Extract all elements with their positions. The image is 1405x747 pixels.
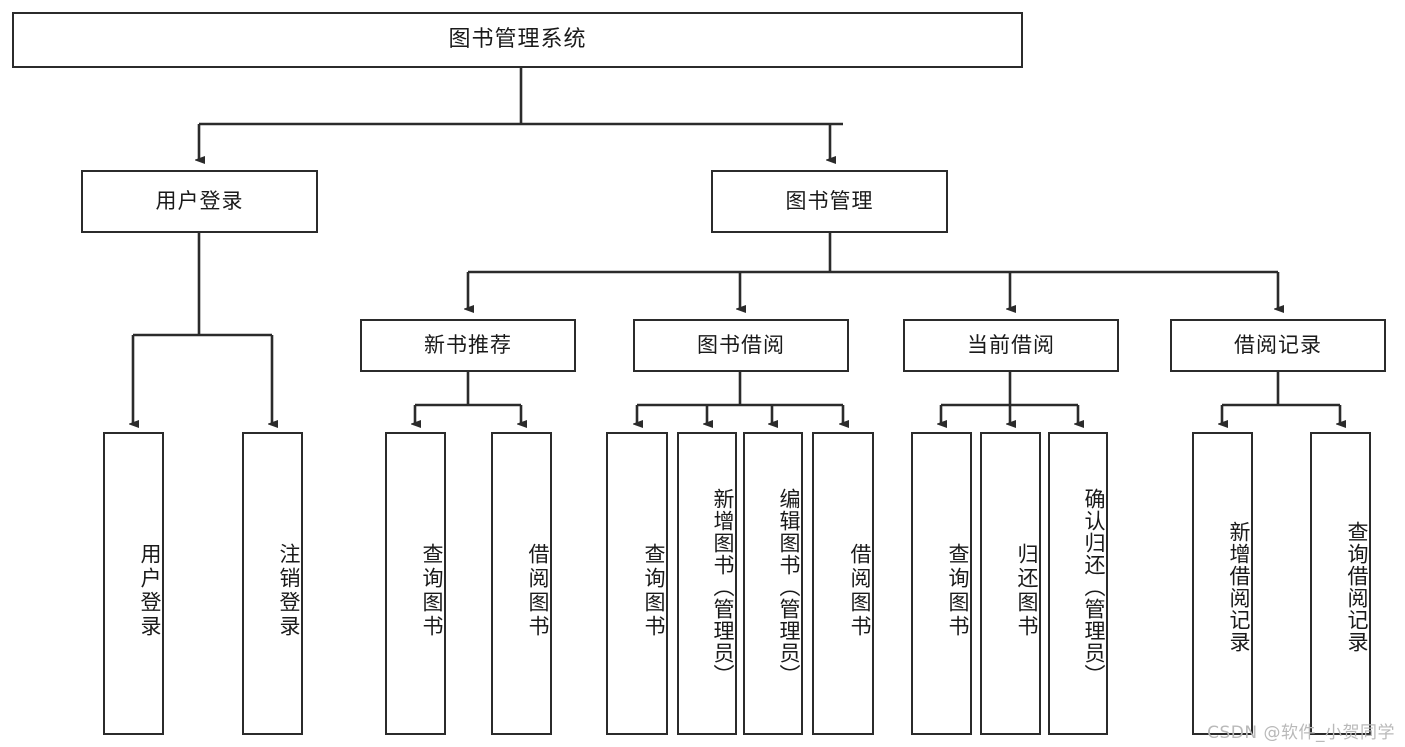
node-current-borrow[interactable]: 当前借阅 [903, 319, 1119, 372]
leaf-add-borrow-record-label: 新增借阅记录 [1227, 520, 1251, 653]
node-new-book-recommend[interactable]: 新书推荐 [360, 319, 576, 372]
leaf-return-book[interactable]: 归还图书 [980, 432, 1041, 735]
leaf-add-book-admin[interactable]: 新增图书（管理员） [677, 432, 737, 735]
leaf-user-login[interactable]: 用户登录 [103, 432, 164, 735]
leaf-query-book-borrow[interactable]: 查询图书 [606, 432, 668, 735]
leaf-query-borrow-record[interactable]: 查询借阅记录 [1310, 432, 1371, 735]
leaf-edit-book-admin[interactable]: 编辑图书（管理员） [743, 432, 803, 735]
leaf-borrow-book-borrow-label: 借阅图书 [848, 542, 872, 639]
leaf-user-login-label: 用户登录 [138, 542, 162, 639]
leaf-borrow-book-recommend[interactable]: 借阅图书 [491, 432, 552, 735]
leaf-query-book-borrow-label: 查询图书 [642, 542, 666, 639]
leaf-return-book-label: 归还图书 [1015, 542, 1039, 639]
node-book-borrow[interactable]: 图书借阅 [633, 319, 849, 372]
leaf-query-book-recommend[interactable]: 查询图书 [385, 432, 446, 735]
leaf-add-book-admin-label: 新增图书（管理员） [711, 487, 735, 686]
leaf-logout[interactable]: 注销登录 [242, 432, 303, 735]
leaf-confirm-return-admin-label: 确认归还（管理员） [1082, 487, 1106, 686]
watermark-text: CSDN @软件_小贺同学 [1207, 723, 1395, 743]
leaf-logout-label: 注销登录 [277, 542, 301, 639]
leaf-query-book-current-label: 查询图书 [946, 542, 970, 639]
node-book-management[interactable]: 图书管理 [711, 170, 948, 233]
leaf-borrow-book-borrow[interactable]: 借阅图书 [812, 432, 874, 735]
node-borrow-record[interactable]: 借阅记录 [1170, 319, 1386, 372]
leaf-borrow-book-recommend-label: 借阅图书 [526, 542, 550, 639]
leaf-query-book-recommend-label: 查询图书 [420, 542, 444, 639]
leaf-query-borrow-record-label: 查询借阅记录 [1345, 520, 1369, 653]
leaf-add-borrow-record[interactable]: 新增借阅记录 [1192, 432, 1253, 735]
node-user-login[interactable]: 用户登录 [81, 170, 318, 233]
leaf-query-book-current[interactable]: 查询图书 [911, 432, 972, 735]
leaf-confirm-return-admin[interactable]: 确认归还（管理员） [1048, 432, 1108, 735]
node-root-book-management-system[interactable]: 图书管理系统 [12, 12, 1023, 68]
leaf-edit-book-admin-label: 编辑图书（管理员） [777, 487, 801, 686]
